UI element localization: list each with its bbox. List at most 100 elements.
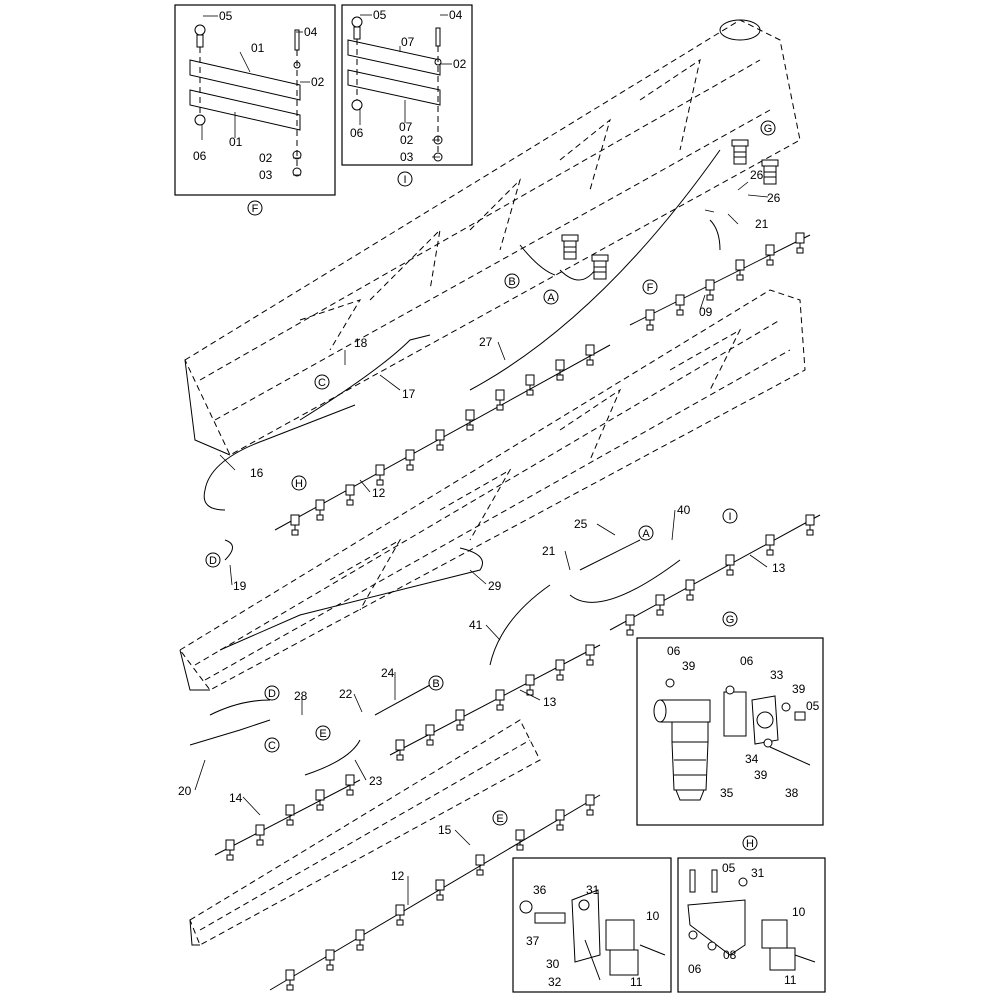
- callout-30: 30: [546, 957, 560, 971]
- callout-25: 25: [574, 517, 588, 531]
- callout-22: 22: [339, 687, 353, 701]
- callout-40: 40: [677, 503, 691, 517]
- callout-05: 05: [722, 861, 736, 875]
- callout-05: 05: [219, 9, 233, 23]
- callout-33: 33: [770, 668, 784, 682]
- ref-G: G: [726, 614, 735, 626]
- callout-31: 31: [751, 866, 765, 880]
- callout-06: 06: [688, 962, 702, 976]
- ref-C: C: [268, 740, 276, 752]
- ref-F: F: [252, 203, 259, 215]
- spray-line-12-upper: [274, 344, 611, 536]
- callout-10: 10: [646, 909, 660, 923]
- callout-11: 11: [784, 973, 797, 987]
- callout-14: 14: [229, 791, 243, 805]
- callout-02: 02: [311, 75, 325, 89]
- detail-box-I: [341, 4, 473, 166]
- callout-06: 06: [740, 654, 754, 668]
- callout-04: 04: [449, 8, 463, 22]
- callout-34: 34: [745, 752, 759, 766]
- ref-D: D: [209, 555, 217, 567]
- callout-24: 24: [381, 666, 395, 680]
- callout-32: 32: [548, 975, 562, 989]
- ref-G: G: [764, 123, 773, 135]
- ref-C: C: [318, 377, 326, 389]
- inline-filters: [561, 139, 779, 280]
- ref-B: B: [508, 276, 515, 288]
- callout-35: 35: [720, 786, 734, 800]
- callout-28: 28: [294, 689, 308, 703]
- callout-06: 06: [193, 149, 207, 163]
- callout-10: 10: [792, 905, 806, 919]
- lower-boom-frame: [189, 719, 541, 946]
- callout-08: 08: [723, 948, 737, 962]
- detail-box-H: [677, 857, 826, 993]
- callout-17: 17: [402, 387, 416, 401]
- callout-11: 11: [630, 975, 643, 989]
- spray-line-13-center: [389, 644, 601, 761]
- callout-09: 09: [699, 305, 713, 319]
- callout-02: 02: [259, 151, 273, 165]
- spray-line-13-right: [609, 514, 821, 636]
- ref-H: H: [295, 478, 303, 490]
- callout-20: 20: [178, 784, 192, 798]
- callout-labels: 05 04 01 02 01 06 02 03 05 04 07 02 07 0…: [178, 8, 820, 989]
- spray-line-12-lower: [269, 794, 601, 991]
- ref-I: I: [403, 174, 406, 186]
- detail-box-G: [636, 637, 824, 826]
- callout-02: 02: [453, 57, 467, 71]
- callout-29: 29: [488, 579, 502, 593]
- callout-03: 03: [400, 150, 414, 164]
- callout-39: 39: [792, 682, 806, 696]
- callout-39: 39: [682, 659, 696, 673]
- callout-05: 05: [373, 8, 387, 22]
- callout-03: 03: [259, 168, 273, 182]
- callout-02: 02: [400, 133, 414, 147]
- detail-box-F: [174, 4, 336, 196]
- callout-06: 06: [350, 126, 364, 140]
- callout-12: 12: [391, 869, 405, 883]
- detail-box-clamp: [512, 857, 672, 993]
- callout-07: 07: [399, 120, 413, 134]
- reference-circles: [205, 120, 776, 851]
- callout-26: 26: [750, 168, 764, 182]
- callout-16: 16: [250, 466, 264, 480]
- callout-06: 06: [667, 644, 681, 658]
- callout-13: 13: [543, 695, 557, 709]
- callout-18: 18: [354, 336, 368, 350]
- reference-letters: F I G B A F C H D A I G B D E C E H: [209, 123, 772, 850]
- callout-05: 05: [806, 699, 820, 713]
- callout-23: 23: [369, 774, 383, 788]
- ref-E: E: [496, 813, 503, 825]
- callout-13: 13: [772, 561, 786, 575]
- callout-31: 31: [586, 883, 600, 897]
- callout-04: 04: [304, 25, 318, 39]
- callout-39: 39: [754, 768, 768, 782]
- hoses: [189, 149, 721, 776]
- ref-A: A: [642, 528, 650, 540]
- callout-26: 26: [767, 191, 781, 205]
- ref-H: H: [746, 838, 754, 850]
- callout-36: 36: [533, 883, 547, 897]
- callout-37: 37: [526, 934, 540, 948]
- upper-boom-frame: [184, 19, 801, 456]
- ref-E: E: [319, 728, 326, 740]
- callout-27: 27: [479, 335, 493, 349]
- middle-boom-frame: [179, 289, 806, 691]
- ref-F: F: [647, 282, 654, 294]
- callout-12: 12: [372, 486, 386, 500]
- callout-01: 01: [251, 41, 265, 55]
- leader-lines: [194, 14, 769, 905]
- ref-B: B: [432, 678, 439, 690]
- callout-01: 01: [229, 135, 243, 149]
- callout-21: 21: [542, 544, 556, 558]
- spray-line-14: [214, 774, 361, 861]
- callout-07: 07: [401, 35, 415, 49]
- ref-A: A: [547, 292, 555, 304]
- ref-D: D: [268, 688, 276, 700]
- callout-41: 41: [469, 618, 483, 632]
- callout-38: 38: [785, 786, 799, 800]
- callout-21: 21: [755, 217, 769, 231]
- spray-line-09: [629, 232, 811, 331]
